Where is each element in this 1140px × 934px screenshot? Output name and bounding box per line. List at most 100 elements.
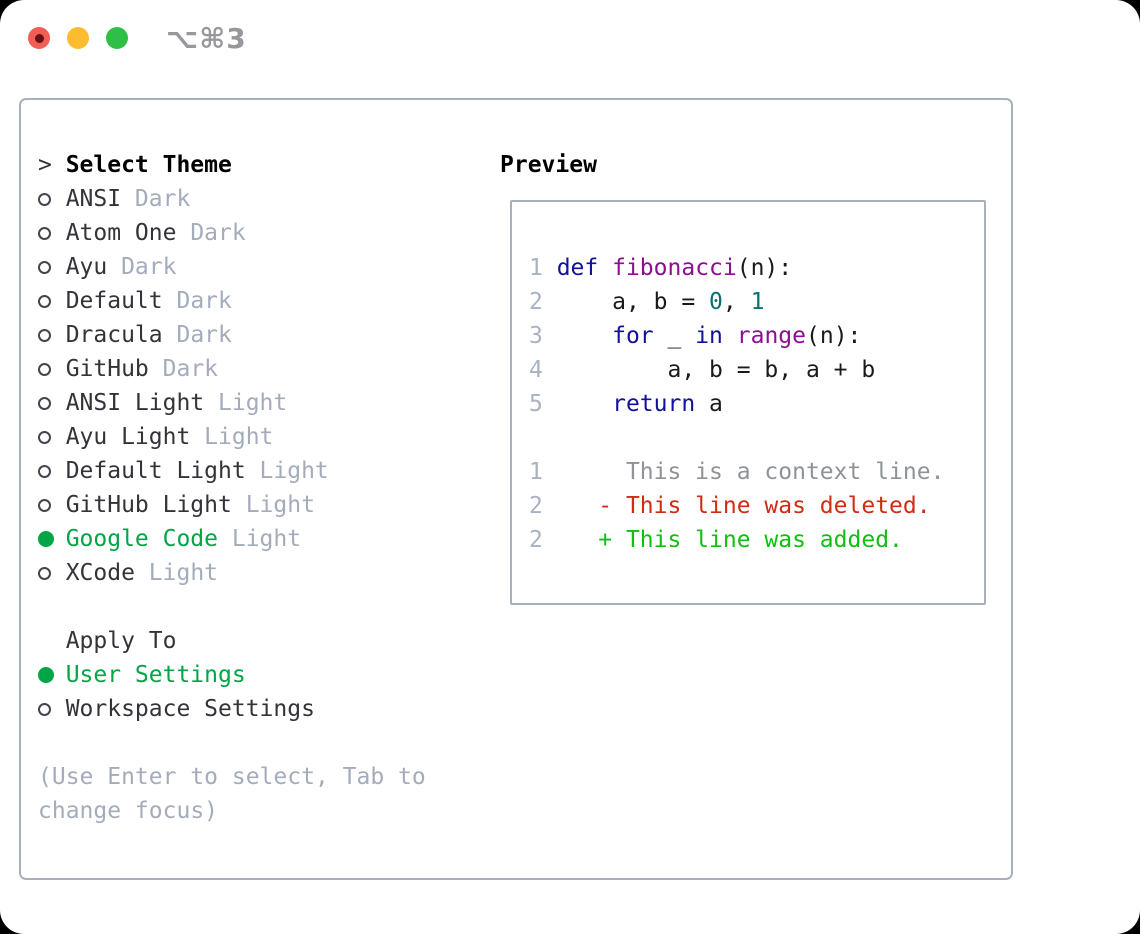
radio-icon — [38, 566, 51, 580]
token-kwd: return — [612, 391, 696, 417]
apply-to-name: Workspace Settings — [65, 696, 315, 722]
radio-icon — [38, 362, 51, 376]
titlebar: ⌥⌘3 — [0, 0, 1140, 76]
window-shortcut-label: ⌥⌘3 — [166, 21, 247, 55]
radio-icon — [38, 702, 51, 716]
theme-name: GitHub — [65, 356, 149, 382]
token-pln — [557, 323, 612, 349]
code-line: 1 def fibonacci(n): — [529, 251, 972, 285]
radio-selected-icon — [38, 667, 54, 683]
token-pln: , — [722, 289, 751, 315]
theme-variant-badge: Light — [259, 458, 329, 484]
theme-name: Google Code — [65, 526, 219, 552]
code-line: 5 return a — [529, 387, 972, 421]
radio-icon — [38, 226, 51, 240]
radio-icon — [38, 498, 51, 512]
theme-name: XCode — [65, 560, 135, 586]
token-pln — [723, 323, 737, 349]
token-pln — [557, 391, 612, 417]
token-lit: 0 — [709, 289, 723, 315]
line-number: 4 — [529, 357, 557, 383]
spacer — [38, 726, 426, 760]
theme-item-ansi-dark[interactable]: ANSI Dark — [38, 182, 426, 216]
zoom-button[interactable] — [106, 27, 128, 49]
theme-name: Default — [65, 288, 163, 314]
line-number: 3 — [529, 323, 557, 349]
theme-item-github-dark[interactable]: GitHub Dark — [38, 352, 426, 386]
select-theme-title: Select Theme — [65, 152, 232, 178]
theme-name: Ayu Light — [65, 424, 191, 450]
token-del: - This line was deleted. — [542, 493, 931, 519]
theme-name: Atom One — [65, 220, 177, 246]
radio-icon — [38, 328, 51, 342]
theme-item-atom-one-dark[interactable]: Atom One Dark — [38, 216, 426, 250]
token-pln — [598, 255, 612, 281]
apply-to-item-user-settings[interactable]: User Settings — [38, 658, 426, 692]
code-line: 4 a, b = b, a + b — [529, 353, 972, 387]
line-number: 2 — [529, 527, 543, 553]
diff-line: 1 This is a context line. — [529, 455, 972, 489]
theme-item-ansi-light-light[interactable]: ANSI Light Light — [38, 386, 426, 420]
apply-to-name: User Settings — [65, 662, 246, 688]
radio-icon — [38, 260, 51, 274]
minimize-button[interactable] — [67, 27, 89, 49]
radio-icon — [38, 294, 51, 308]
select-theme-header: >Select Theme — [38, 148, 426, 182]
theme-variant-badge: Light — [148, 560, 219, 586]
code-line: 2 a, b = 0, 1 — [529, 285, 972, 319]
theme-item-default-dark[interactable]: Default Dark — [38, 284, 426, 318]
line-number: 5 — [529, 391, 557, 417]
theme-variant-badge: Light — [218, 390, 288, 416]
token-pln: _ — [653, 323, 696, 349]
apply-to-item-workspace-settings[interactable]: Workspace Settings — [38, 692, 426, 726]
line-number: 2 — [529, 289, 557, 315]
theme-name: Ayu — [65, 254, 108, 280]
radio-icon — [38, 396, 51, 410]
preview-title: Preview — [500, 152, 597, 178]
theme-variant-badge: Dark — [121, 254, 177, 280]
apply-to-title: Apply To — [65, 628, 177, 654]
blank-line — [529, 421, 972, 455]
radio-selected-icon — [38, 531, 54, 547]
theme-name: GitHub Light — [65, 492, 232, 518]
theme-variant-badge: Light — [204, 424, 274, 450]
line-number: 1 — [529, 255, 557, 281]
theme-item-ayu-light-light[interactable]: Ayu Light Light — [38, 420, 426, 454]
radio-icon — [38, 430, 51, 444]
radio-icon — [38, 464, 51, 478]
line-number: 2 — [529, 493, 543, 519]
token-ctx: This is a context line. — [542, 459, 945, 485]
token-pln: (n): — [806, 323, 862, 349]
theme-item-xcode-light[interactable]: XCode Light — [38, 556, 426, 590]
code-line: 3 for _ in range(n): — [529, 319, 972, 353]
theme-variant-badge: Dark — [176, 288, 232, 314]
theme-variant-badge: Dark — [162, 356, 219, 382]
token-lit: 1 — [750, 289, 765, 315]
close-button[interactable] — [28, 27, 50, 49]
token-pln: a, b = — [556, 289, 710, 315]
theme-variant-badge: Dark — [176, 322, 232, 348]
token-add: + This line was added. — [542, 527, 903, 553]
token-pln: a, b = b, a + b — [556, 357, 876, 383]
theme-item-ayu-dark[interactable]: Ayu Dark — [38, 250, 426, 284]
token-pln: a — [695, 391, 723, 417]
theme-variant-badge: Dark — [190, 220, 246, 246]
token-kwd: in — [695, 323, 723, 349]
diff-line: 2 - This line was deleted. — [529, 489, 972, 523]
token-kwd: for — [612, 323, 654, 349]
theme-name: ANSI — [65, 186, 122, 212]
diff-line: 2 + This line was added. — [529, 523, 972, 557]
theme-variant-badge: Dark — [134, 186, 191, 212]
token-typ: range — [736, 323, 806, 349]
token-typ: fibonacci — [612, 255, 737, 281]
theme-name: ANSI Light — [65, 390, 205, 416]
